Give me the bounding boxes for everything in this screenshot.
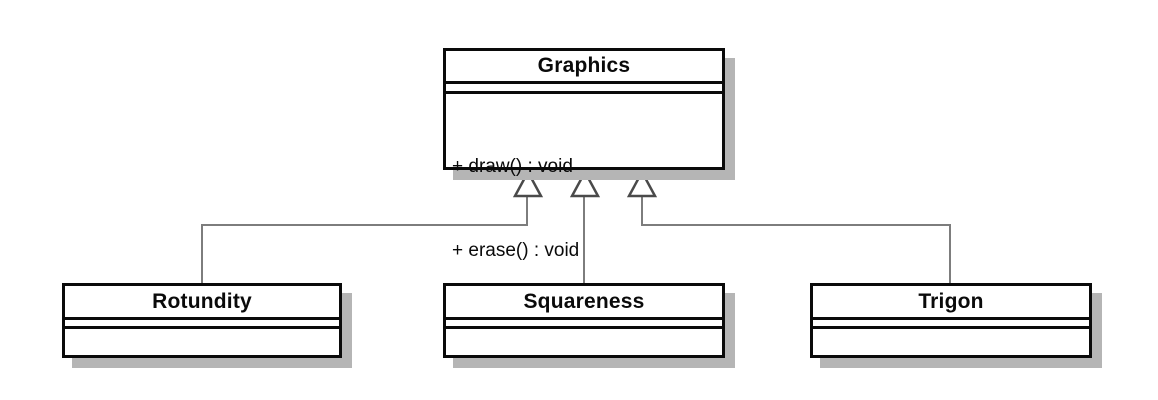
class-methods-compartment [65,329,339,355]
generalization-arrowhead-icon [512,169,544,198]
class-attributes-compartment [446,84,722,94]
class-attributes-compartment [65,320,339,329]
class-attributes-compartment [446,320,722,329]
generalization-arrowhead-icon [569,169,601,198]
method-erase: + erase() : void [452,240,580,261]
class-name-graphics: Graphics [446,51,722,84]
class-box-graphics: Graphics + draw() : void + erase() : voi… [443,48,725,261]
class-name-rotundity: Rotundity [65,286,339,320]
class-box-squareness: Squareness [443,283,725,358]
class-box-trigon: Trigon [810,283,1092,358]
method-draw: + draw() : void [452,156,573,177]
generalization-edge-trigon-to-graphics [641,196,951,283]
generalization-arrowhead-icon [626,169,658,198]
class-methods-compartment [446,329,722,355]
class-name-trigon: Trigon [813,286,1089,320]
class-box-rotundity: Rotundity [62,283,342,358]
class-methods-compartment: + draw() : void + erase() : void [446,94,722,321]
class-name-squareness: Squareness [446,286,722,320]
class-attributes-compartment [813,320,1089,329]
class-methods-compartment [813,329,1089,355]
generalization-edge-rotundity-to-graphics [201,196,528,283]
